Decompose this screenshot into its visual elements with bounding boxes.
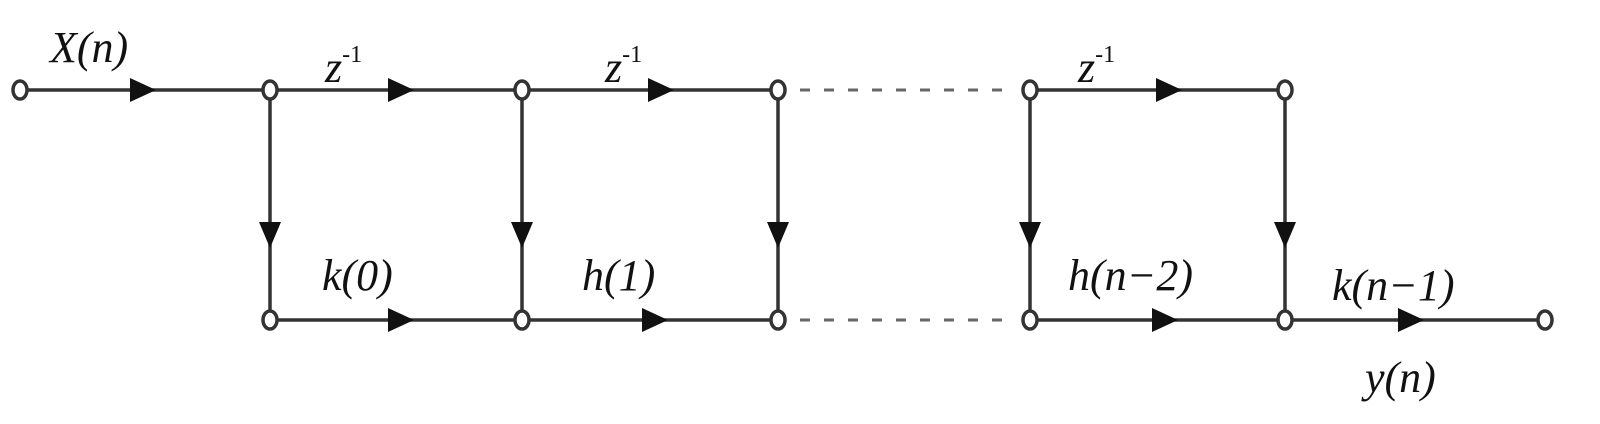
arrow-right-icon <box>1156 78 1182 102</box>
arrow-right-icon <box>1398 308 1424 332</box>
node <box>1276 79 1294 101</box>
delay-label: z-1 <box>604 42 642 92</box>
delay-label: z-1 <box>1077 42 1115 92</box>
node <box>513 79 531 101</box>
coefficient-label: h(1) <box>582 251 655 300</box>
nodes <box>11 79 1554 331</box>
input-label: X(n) <box>48 23 128 72</box>
arrow-down-icon <box>259 222 281 248</box>
node <box>769 309 787 331</box>
arrow-right-icon <box>388 78 414 102</box>
output-label: y(n) <box>1361 353 1436 402</box>
node <box>513 309 531 331</box>
arrow-right-icon <box>388 308 414 332</box>
input-node <box>11 79 29 101</box>
arrow-right-icon <box>648 78 674 102</box>
output-node <box>1536 309 1554 331</box>
arrow-down-icon <box>511 222 533 248</box>
vertical-branches <box>268 90 1287 320</box>
arrow-right-icon <box>642 308 668 332</box>
node <box>1276 309 1294 331</box>
node <box>769 79 787 101</box>
node <box>261 79 279 101</box>
arrow-right-icon <box>1152 308 1178 332</box>
right-arrows <box>130 78 1424 332</box>
node <box>1021 79 1039 101</box>
arrow-down-icon <box>767 222 789 248</box>
down-arrows <box>259 222 1296 248</box>
node <box>1021 309 1039 331</box>
arrow-down-icon <box>1274 222 1296 248</box>
coefficient-label: k(n−1) <box>1332 261 1455 310</box>
node <box>261 309 279 331</box>
coefficient-label: h(n−2) <box>1068 251 1193 300</box>
arrow-down-icon <box>1019 222 1041 248</box>
coefficient-label: k(0) <box>322 251 393 300</box>
delay-label: z-1 <box>324 42 362 92</box>
arrow-right-icon <box>130 78 156 102</box>
